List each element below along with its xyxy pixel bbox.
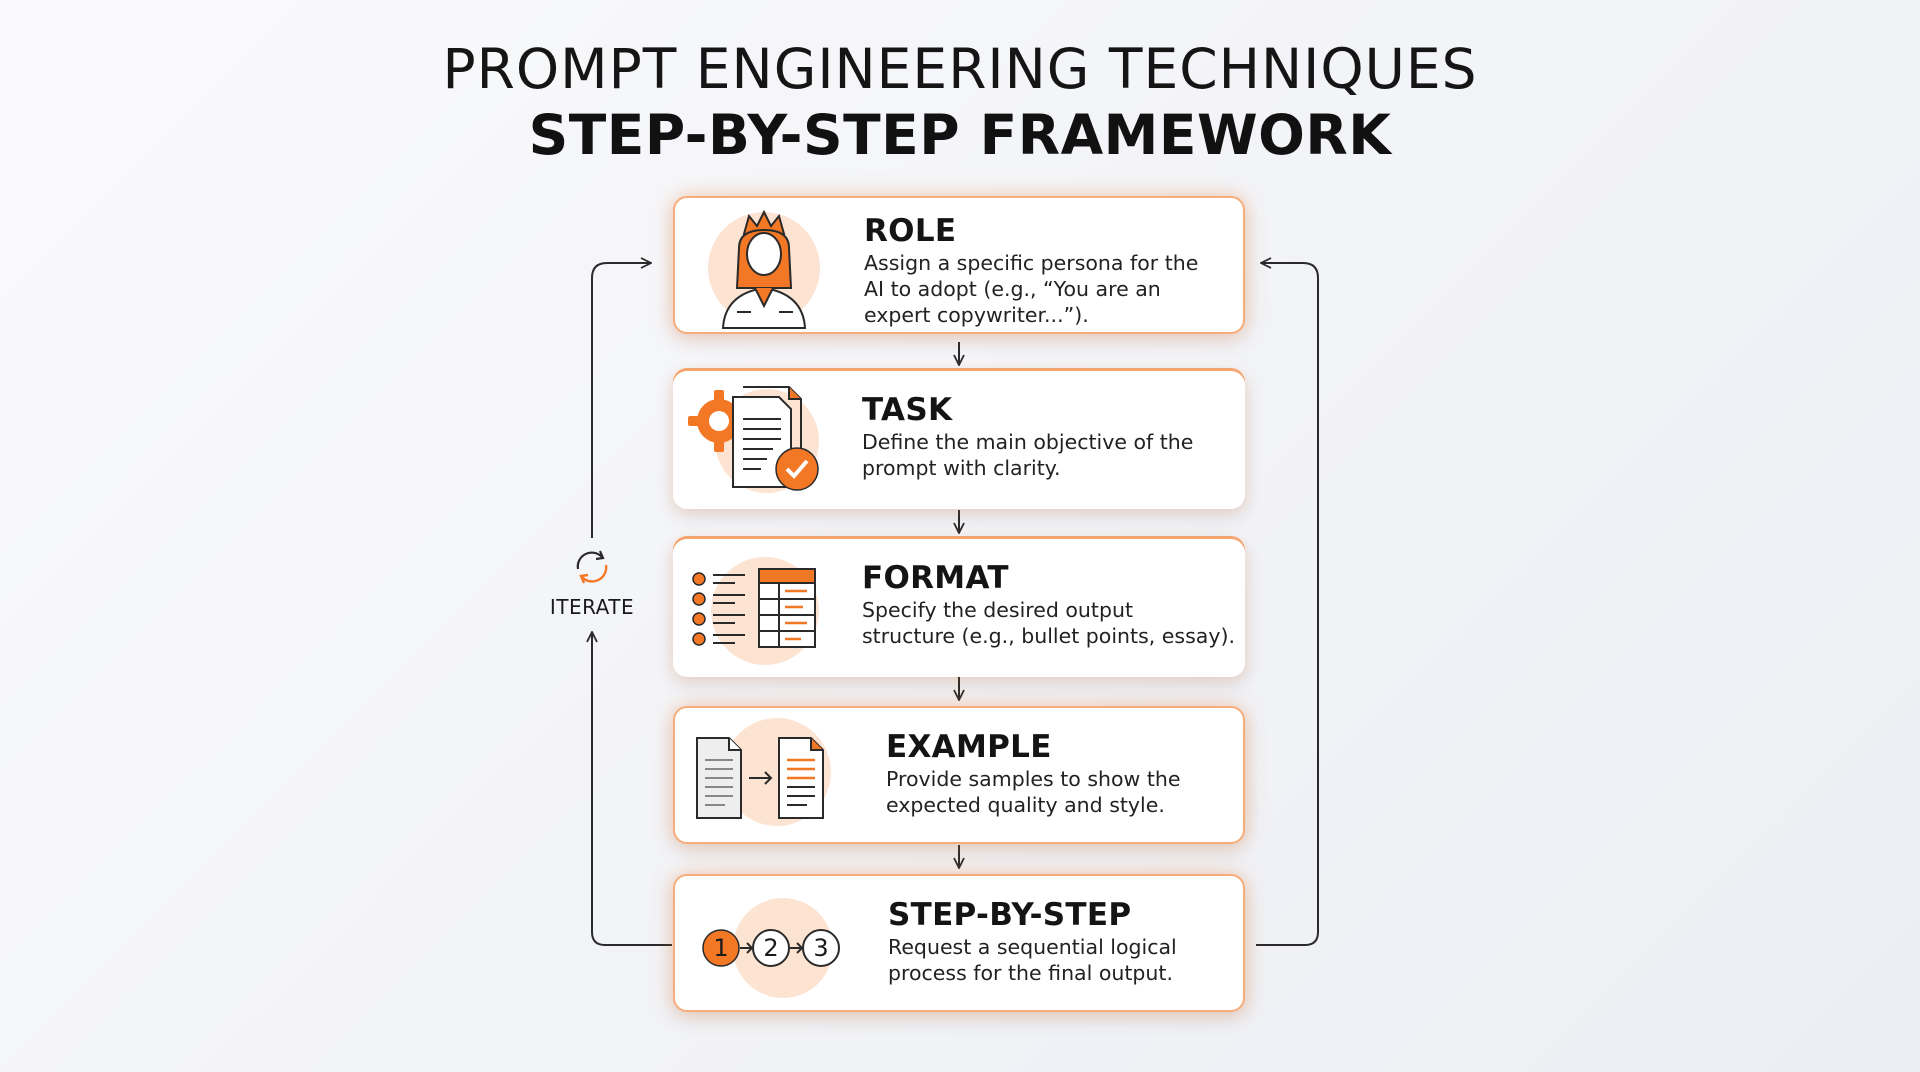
refresh-cycle-icon xyxy=(576,550,608,584)
desc-line: AI to adopt (e.g., “You are an xyxy=(864,277,1161,301)
desc-line: expert copywriter...”). xyxy=(864,303,1089,327)
step-title: FORMAT xyxy=(862,560,1009,596)
title-line-2: STEP-BY-STEP FRAMEWORK xyxy=(528,103,1392,167)
page-title: PROMPT ENGINEERING TECHNIQUES STEP-BY-ST… xyxy=(0,36,1920,168)
numbered-steps-icon: 1 2 3 xyxy=(683,880,863,1010)
desc-line: Request a sequential logical xyxy=(888,935,1177,959)
step-card-task: TASK Define the main objective of the pr… xyxy=(673,371,1245,509)
desc-line: process for the final output. xyxy=(888,961,1173,985)
document-transform-icon xyxy=(685,712,865,842)
desc-line: expected quality and style. xyxy=(886,793,1165,817)
step-card-example: EXAMPLE Provide samples to show the expe… xyxy=(673,706,1245,844)
desc-line: structure (e.g., bullet points, essay). xyxy=(862,624,1235,648)
step-number-2: 2 xyxy=(763,934,779,962)
step-description: Provide samples to show the expected qua… xyxy=(886,766,1233,818)
task-document-check-icon xyxy=(687,375,837,505)
loop-right xyxy=(1256,263,1319,946)
desc-line: Specify the desired output xyxy=(862,598,1134,622)
step-card-format: FORMAT Specify the desired output struct… xyxy=(673,539,1245,677)
desc-line: Define the main objective of the xyxy=(862,430,1194,454)
title-line-1: PROMPT ENGINEERING TECHNIQUES xyxy=(442,37,1478,101)
step-title: STEP-BY-STEP xyxy=(888,897,1132,933)
desc-line: prompt with clarity. xyxy=(862,456,1061,480)
step-card-step-by-step: 1 2 3 STEP-BY-STEP Request a sequential … xyxy=(673,874,1245,1012)
desc-line: Provide samples to show the xyxy=(886,767,1181,791)
step-title: EXAMPLE xyxy=(886,729,1052,765)
loop-left-lower xyxy=(592,632,672,946)
persona-icon xyxy=(689,202,839,332)
step-number-3: 3 xyxy=(813,934,829,962)
step-title: ROLE xyxy=(864,213,957,249)
step-description: Specify the desired output structure (e.… xyxy=(862,597,1235,649)
step-card-role: ROLE Assign a specific persona for the A… xyxy=(673,196,1245,334)
list-table-icon xyxy=(687,543,837,673)
desc-line: Assign a specific persona for the xyxy=(864,251,1199,275)
iterate-label: ITERATE xyxy=(549,595,635,619)
loop-left-upper xyxy=(591,263,651,538)
step-title: TASK xyxy=(862,392,953,428)
step-description: Request a sequential logical process for… xyxy=(888,934,1233,986)
step-description: Assign a specific persona for the AI to … xyxy=(864,250,1233,328)
step-description: Define the main objective of the prompt … xyxy=(862,429,1235,481)
step-number-1: 1 xyxy=(713,934,729,962)
iterate-indicator: ITERATE xyxy=(530,545,654,619)
